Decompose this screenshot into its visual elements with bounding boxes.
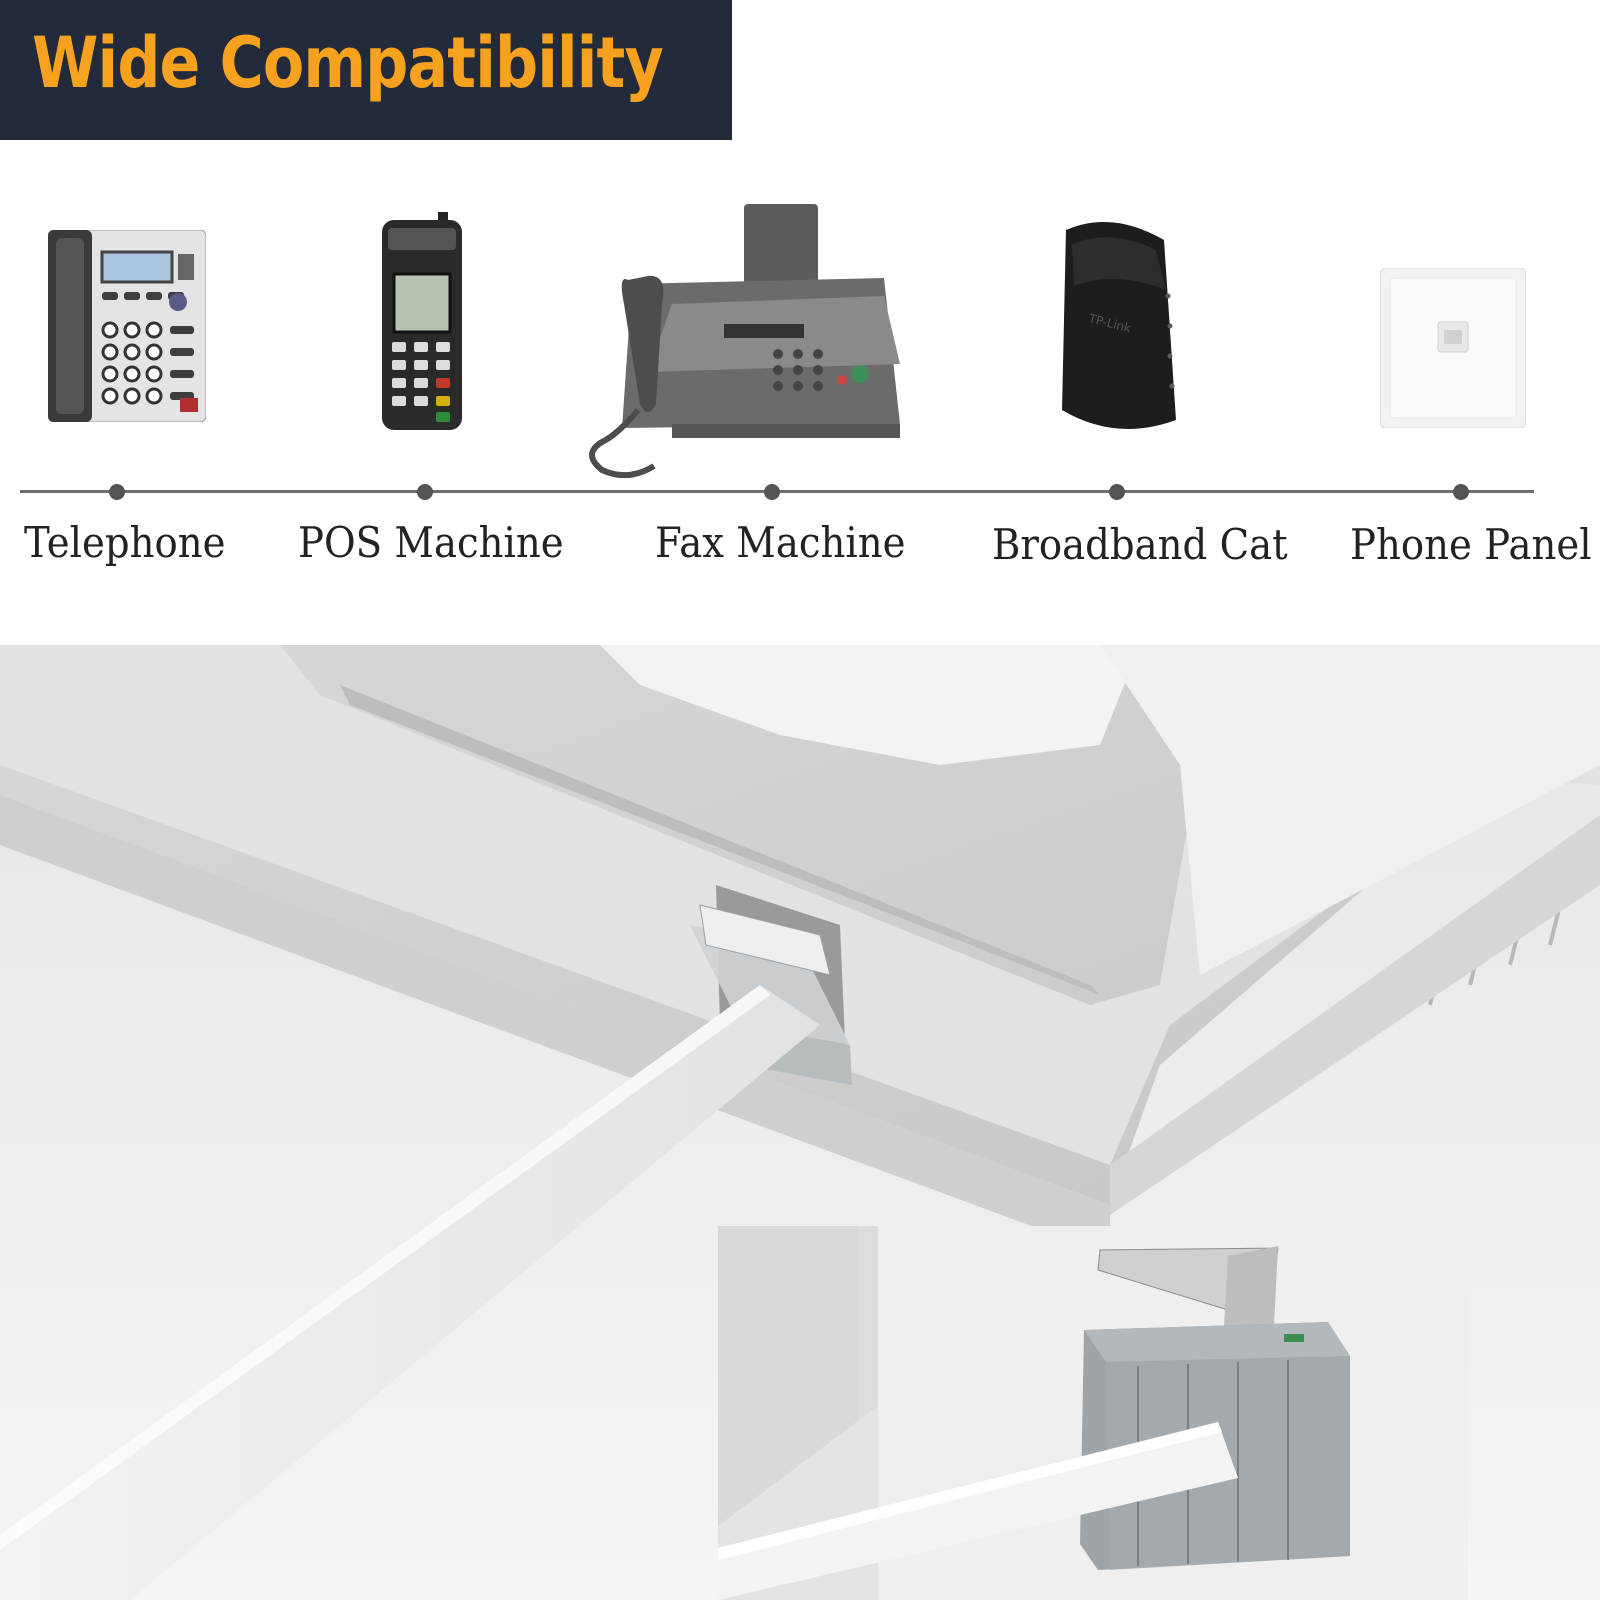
pos-terminal-icon [382,212,466,434]
device-label-broadband-cat: Broadband Cat [992,520,1288,569]
timeline-dot [764,484,780,500]
connector-closeup-photo [718,1226,1468,1600]
device-label-pos-machine: POS Machine [298,518,564,567]
banner: Wide Compatibility [0,0,732,140]
device-label-phone-panel: Phone Panel [1350,520,1592,569]
banner-title: Wide Compatibility [32,22,664,104]
device-row: TP-Link Telephone POS Machine Fax Machin… [0,140,1600,640]
broadband-modem-icon: TP-Link [1052,210,1180,436]
wall-phone-panel-icon [1380,268,1526,428]
device-label-telephone: Telephone [24,518,226,567]
timeline-dot [1109,484,1125,500]
desk-telephone-icon [48,230,206,422]
fax-machine-icon [588,204,916,480]
timeline-dot [417,484,433,500]
timeline-dot [1453,484,1469,500]
timeline-dot [109,484,125,500]
device-label-fax-machine: Fax Machine [655,518,906,567]
